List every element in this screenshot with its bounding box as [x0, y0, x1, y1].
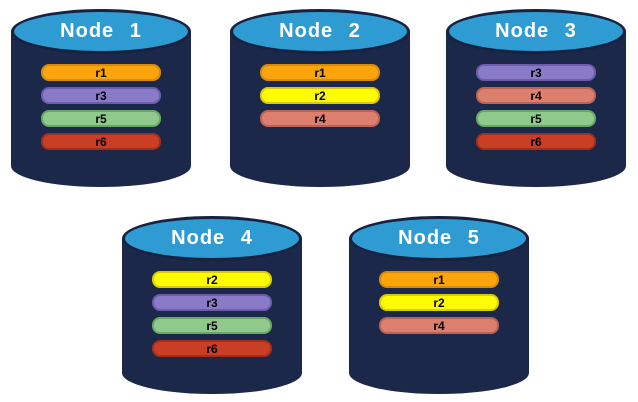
node-title: Node 4 — [171, 227, 253, 249]
replica-bar-r2: r2 — [379, 294, 499, 311]
cylinder-body — [230, 31, 410, 187]
cylinder-top-ellipse: Node 1 — [11, 9, 191, 54]
replica-label: r4 — [433, 318, 445, 333]
replica-label: r1 — [314, 65, 326, 80]
database-node-4: Node 4 r2 r3 r5 r6 — [122, 216, 302, 394]
replica-bar-r6: r6 — [152, 340, 272, 357]
replica-bar-r1: r1 — [260, 64, 380, 81]
node-title: Node 1 — [60, 20, 142, 42]
replica-bar-r5: r5 — [476, 110, 596, 127]
database-node-5: Node 5 r1 r2 r4 — [349, 216, 529, 394]
database-node-1: Node 1 r1 r3 r5 r6 — [11, 9, 191, 187]
replica-label: r4 — [314, 111, 326, 126]
replica-label: r2 — [433, 295, 445, 310]
replica-label: r3 — [206, 295, 218, 310]
database-node-2: Node 2 r1 r2 r4 — [230, 9, 410, 187]
replica-bar-r1: r1 — [41, 64, 161, 81]
replica-label: r2 — [206, 272, 218, 287]
replica-bar-r1: r1 — [379, 271, 499, 288]
cylinder-top-ellipse: Node 5 — [349, 216, 529, 261]
replica-label: r1 — [433, 272, 445, 287]
replica-label: r6 — [206, 341, 218, 356]
replica-bar-r5: r5 — [41, 110, 161, 127]
cylinder-top-ellipse: Node 3 — [446, 9, 626, 54]
cylinder-body — [122, 238, 302, 394]
replica-bar-r4: r4 — [379, 317, 499, 334]
replica-list: r3 r4 r5 r6 — [476, 64, 596, 150]
replica-label: r3 — [95, 88, 107, 103]
replica-label: r4 — [530, 88, 542, 103]
node-title: Node 2 — [279, 20, 361, 42]
replica-bar-r2: r2 — [260, 87, 380, 104]
replica-label: r6 — [530, 134, 542, 149]
replica-list: r1 r2 r4 — [379, 271, 499, 334]
replica-bar-r3: r3 — [152, 294, 272, 311]
node-title: Node 3 — [495, 20, 577, 42]
replica-label: r5 — [530, 111, 542, 126]
cylinder-top-ellipse: Node 4 — [122, 216, 302, 261]
cylinder-body — [349, 238, 529, 394]
replica-bar-r6: r6 — [41, 133, 161, 150]
replica-bar-r4: r4 — [260, 110, 380, 127]
replica-label: r6 — [95, 134, 107, 149]
replica-list: r2 r3 r5 r6 — [152, 271, 272, 357]
replica-bar-r3: r3 — [41, 87, 161, 104]
replica-bar-r5: r5 — [152, 317, 272, 334]
replica-bar-r3: r3 — [476, 64, 596, 81]
replica-bar-r4: r4 — [476, 87, 596, 104]
cylinder-body — [446, 31, 626, 187]
replica-list: r1 r2 r4 — [260, 64, 380, 127]
replica-label: r5 — [95, 111, 107, 126]
database-node-3: Node 3 r3 r4 r5 r6 — [446, 9, 626, 187]
replica-label: r3 — [530, 65, 542, 80]
replica-label: r5 — [206, 318, 218, 333]
replica-label: r2 — [314, 88, 326, 103]
replica-label: r1 — [95, 65, 107, 80]
cylinder-body — [11, 31, 191, 187]
replica-bar-r6: r6 — [476, 133, 596, 150]
replica-list: r1 r3 r5 r6 — [41, 64, 161, 150]
cylinder-top-ellipse: Node 2 — [230, 9, 410, 54]
replica-bar-r2: r2 — [152, 271, 272, 288]
node-title: Node 5 — [398, 227, 480, 249]
